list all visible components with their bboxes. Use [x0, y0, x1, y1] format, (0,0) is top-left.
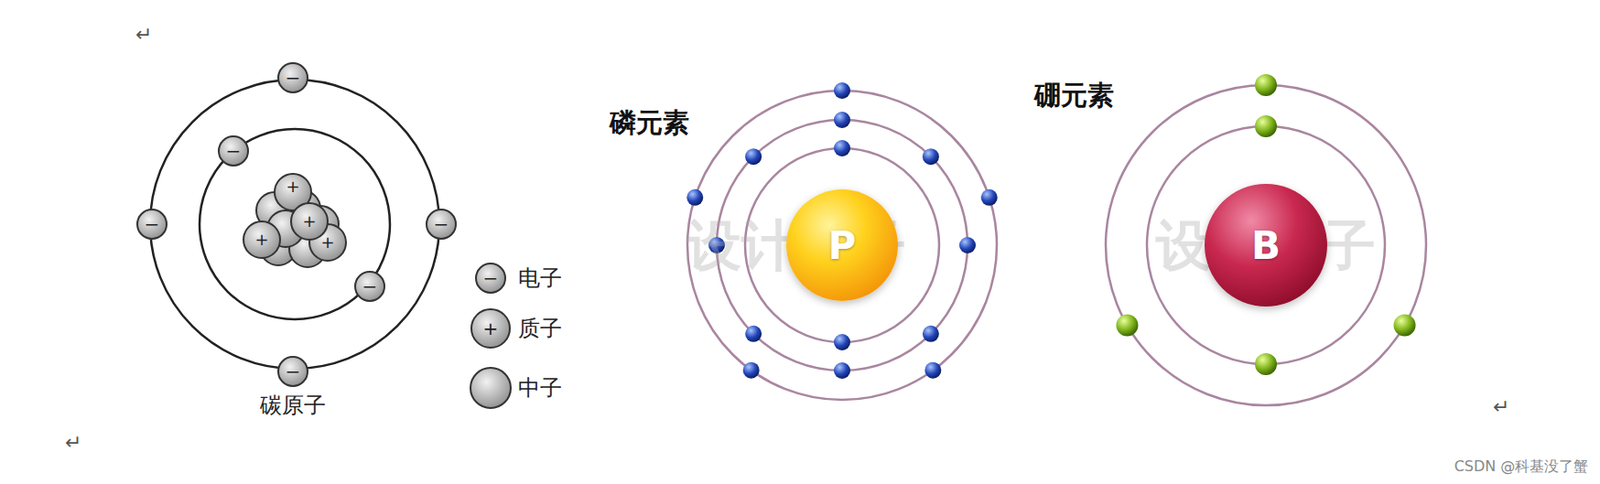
- element-title: 硼元素: [1034, 82, 1114, 109]
- electron-dot: [745, 325, 762, 343]
- element-symbol: B: [1251, 223, 1281, 269]
- carbon-nucleus: [243, 173, 346, 268]
- phosphorus-orbits: [687, 90, 997, 400]
- electron-dot: [833, 82, 851, 99]
- atom-caption: 碳原子: [259, 394, 326, 417]
- electron-sign: −: [285, 362, 302, 381]
- proton-sign: +: [483, 319, 499, 338]
- electron-dot: [743, 362, 760, 379]
- element-symbol: P: [828, 223, 857, 269]
- electron-dot: [922, 325, 940, 343]
- legend-text: 质子: [518, 317, 563, 340]
- phosphorus-electrons: [686, 82, 997, 379]
- return-mark: ↵: [1492, 397, 1510, 418]
- electron-dot: [981, 189, 998, 206]
- legend-text: 电子: [518, 267, 563, 290]
- electron-dot: [959, 237, 976, 254]
- electron-dot: [1254, 74, 1277, 97]
- electron-sign: −: [433, 215, 450, 234]
- electron-dot: [745, 148, 762, 165]
- atom-nucleus: P: [786, 189, 898, 302]
- proton-sign: +: [254, 231, 269, 249]
- electron-dot: [1394, 314, 1417, 337]
- electron-dot: [833, 362, 851, 379]
- electron-dot: [1254, 353, 1277, 376]
- electron-dot: [833, 334, 851, 351]
- carbon-orbits: [150, 79, 440, 369]
- legend-text: 中子: [518, 377, 563, 400]
- electron-dot: [924, 362, 941, 379]
- electron-dot: [833, 111, 851, 129]
- carbon-electrons: [137, 63, 456, 387]
- boron-orbits: [1105, 85, 1427, 406]
- electron-sign: −: [144, 215, 161, 234]
- electron-sign: −: [226, 141, 242, 161]
- electron-dot: [833, 140, 851, 157]
- electron-sign: −: [483, 269, 499, 288]
- proton-sign: +: [302, 213, 316, 230]
- electron-sign: −: [362, 277, 379, 296]
- legend-samples: [470, 263, 511, 409]
- electron-dot: [686, 189, 703, 206]
- electron-sign: −: [285, 68, 302, 87]
- electron-dot: [1254, 115, 1277, 138]
- credit-text: CSDN @科基没了蟹: [1454, 459, 1590, 475]
- boron-electrons: [1115, 74, 1416, 376]
- electron-dot: [1115, 314, 1138, 337]
- proton-sign: +: [285, 178, 300, 195]
- electron-dot: [922, 148, 940, 165]
- return-mark: ↵: [64, 432, 82, 454]
- element-title: 磷元素: [609, 109, 690, 137]
- return-mark: ↵: [135, 24, 152, 45]
- atom-nucleus: B: [1204, 183, 1328, 307]
- proton-sign: +: [320, 234, 335, 251]
